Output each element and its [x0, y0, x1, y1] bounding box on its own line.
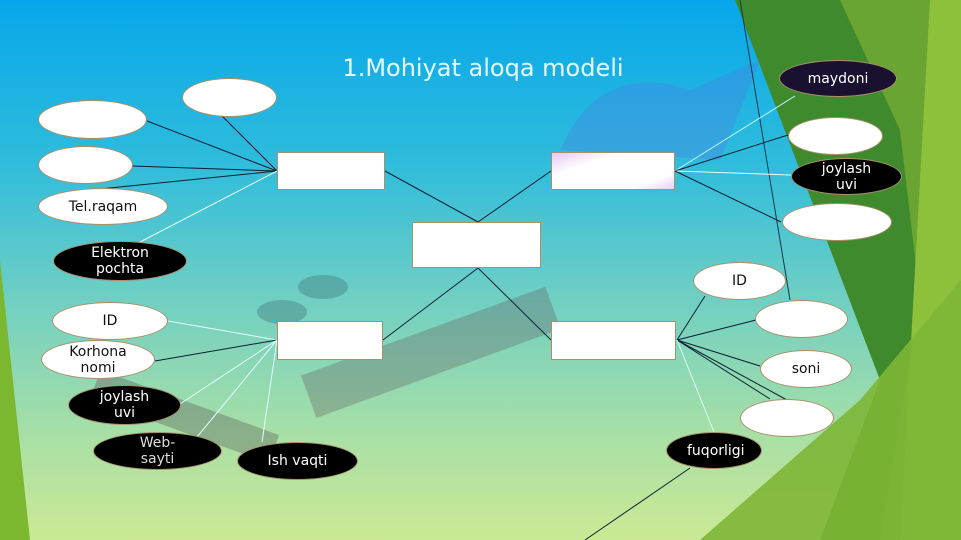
attribute-soni[interactable]: soni	[760, 350, 852, 388]
attribute-top[interactable]	[182, 78, 277, 117]
attribute-tel-raqam[interactable]: Tel.raqam	[38, 188, 168, 225]
attribute[interactable]	[38, 146, 133, 184]
attribute-id[interactable]: ID	[52, 302, 168, 340]
entity-center[interactable]	[412, 222, 541, 268]
entity-top-right[interactable]	[551, 152, 675, 190]
green-panel-bottom	[700, 280, 961, 540]
attribute-elektron-pochta[interactable]: Elektron pochta	[53, 241, 187, 281]
attribute[interactable]	[782, 203, 892, 241]
attribute-label: fuqorligi	[687, 442, 745, 459]
entity-bottom-right[interactable]	[551, 321, 676, 360]
green-panel-left	[0, 260, 30, 540]
attribute[interactable]	[740, 399, 834, 437]
attribute-label: Korhona nomi	[69, 343, 127, 376]
attribute-joylashuvi[interactable]: joylash uvi	[68, 385, 181, 425]
attribute-label: Ish vaqti	[267, 453, 328, 469]
attribute-ish-vaqti[interactable]: Ish vaqti	[237, 442, 358, 480]
watermark-logo	[90, 60, 760, 464]
attribute-label: ID	[732, 273, 747, 289]
attribute[interactable]	[788, 117, 883, 155]
entity-top-left[interactable]	[277, 152, 385, 190]
attribute-web-sayti[interactable]: Web-sayti	[93, 432, 222, 470]
attribute[interactable]	[755, 300, 848, 338]
attribute-label: maydoni	[807, 70, 869, 87]
attribute-label: ID	[102, 313, 118, 329]
attribute-label: Web-sayti	[139, 435, 176, 467]
relationship-lines	[99, 0, 796, 540]
entity-bottom-left[interactable]	[277, 321, 383, 360]
attribute-label: Tel.raqam	[68, 198, 138, 215]
attribute-id[interactable]: ID	[693, 262, 786, 300]
attribute-fuqorligi[interactable]: fuqorligi	[666, 432, 762, 469]
attribute-joylashuvi[interactable]: joylash uvi	[791, 158, 902, 195]
slide-title: 1.Mohiyat aloqa modeli	[342, 54, 624, 82]
attribute-korhona-nomi[interactable]: Korhona nomi	[41, 340, 155, 379]
attribute-label: joylash uvi	[99, 389, 150, 421]
attribute-label: soni	[791, 361, 821, 377]
attribute-maydoni[interactable]: maydoni	[779, 60, 897, 97]
attribute-label: joylash uvi	[821, 160, 872, 193]
attribute[interactable]	[38, 100, 147, 139]
attribute-label: Elektron pochta	[91, 245, 149, 277]
